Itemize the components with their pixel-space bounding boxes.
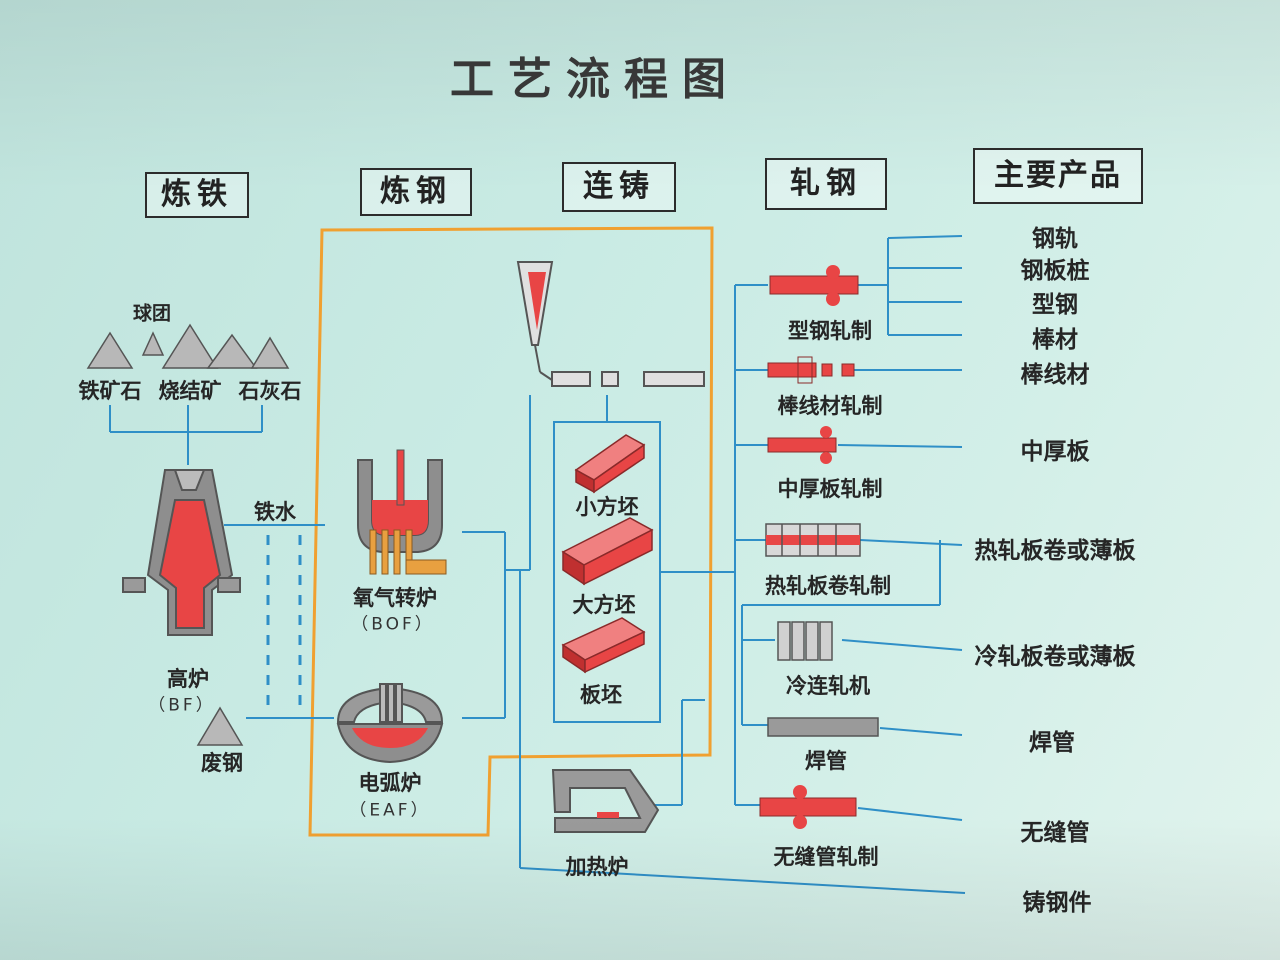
eaf-furnace <box>336 683 444 764</box>
bof-converter <box>357 449 447 575</box>
steelmaking-frame <box>308 226 714 837</box>
label-pellet: 球团 <box>132 302 172 325</box>
header-products: 主要产品 <box>973 148 1143 204</box>
header-casting: 连铸 <box>562 162 676 212</box>
product-rail: 钢轨 <box>1032 226 1078 252</box>
section-mill <box>769 265 859 306</box>
label-limestone: 石灰石 <box>238 379 302 403</box>
blast-furnace <box>122 469 241 636</box>
label-blast-furnace-abbr: （BF） <box>148 695 216 716</box>
header-rolling: 轧钢 <box>765 158 887 210</box>
product-lines <box>837 235 963 821</box>
billets <box>561 434 654 674</box>
product-section-steel: 型钢 <box>1032 292 1078 318</box>
label-cold-mill: 冷连轧机 <box>786 674 870 698</box>
label-seamless-mill: 无缝管轧制 <box>773 845 879 869</box>
product-plate: 中厚板 <box>1020 439 1090 465</box>
label-reheating-furnace: 加热炉 <box>565 855 629 879</box>
label-bar-wire-mill: 棒线材轧制 <box>777 394 883 418</box>
label-sinter: 烧结矿 <box>158 379 222 403</box>
label-bof-abbr: （BOF） <box>351 614 435 635</box>
label-bof: 氧气转炉 <box>353 586 437 610</box>
label-slab: 板坯 <box>580 683 622 707</box>
hot-metal-lines <box>224 524 334 719</box>
label-hot-strip-mill: 热轧板卷轧制 <box>765 574 891 598</box>
hot-metal-dashed <box>266 535 302 712</box>
label-hot-metal: 铁水 <box>254 500 296 524</box>
reheating-furnace <box>551 769 660 833</box>
raw-feed-lines <box>109 405 263 465</box>
continuous-caster <box>516 261 705 387</box>
product-hot-coil: 热轧板卷或薄板 <box>974 538 1136 564</box>
product-casting: 铸钢件 <box>1022 890 1092 916</box>
label-small-billet: 小方坯 <box>575 495 639 519</box>
label-large-billet: 大方坯 <box>572 593 636 617</box>
label-welded-pipe-mill: 焊管 <box>805 749 847 773</box>
welded-pipe-mill <box>767 717 879 737</box>
product-cold-coil: 冷轧板卷或薄板 <box>974 644 1136 670</box>
seamless-mill <box>759 785 857 829</box>
label-scrap: 废钢 <box>201 751 243 775</box>
bar-wire-mill <box>767 356 855 384</box>
header-ironmaking: 炼铁 <box>145 172 249 218</box>
label-section-mill: 型钢轧制 <box>788 319 872 343</box>
flow-lines <box>462 284 966 894</box>
product-seamless-pipe: 无缝管 <box>1020 820 1090 846</box>
product-welded-pipe: 焊管 <box>1029 730 1075 756</box>
product-bar: 棒材 <box>1032 327 1078 353</box>
label-blast-furnace: 高炉 <box>167 667 209 691</box>
label-eaf-abbr: （EAF） <box>349 800 431 821</box>
label-eaf: 电弧炉 <box>358 771 422 795</box>
product-bar-wire: 棒线材 <box>1020 362 1090 388</box>
label-plate-mill: 中厚板轧制 <box>777 477 883 501</box>
hot-strip-mill <box>765 523 861 557</box>
product-sheet-pile: 钢板桩 <box>1020 258 1090 284</box>
raw-material-piles <box>86 323 290 746</box>
cold-mill <box>777 621 833 661</box>
plate-mill <box>767 426 837 464</box>
label-iron-ore: 铁矿石 <box>78 379 142 403</box>
page-title: 工艺流程图 <box>450 54 740 105</box>
header-steelmaking: 炼钢 <box>360 168 472 216</box>
